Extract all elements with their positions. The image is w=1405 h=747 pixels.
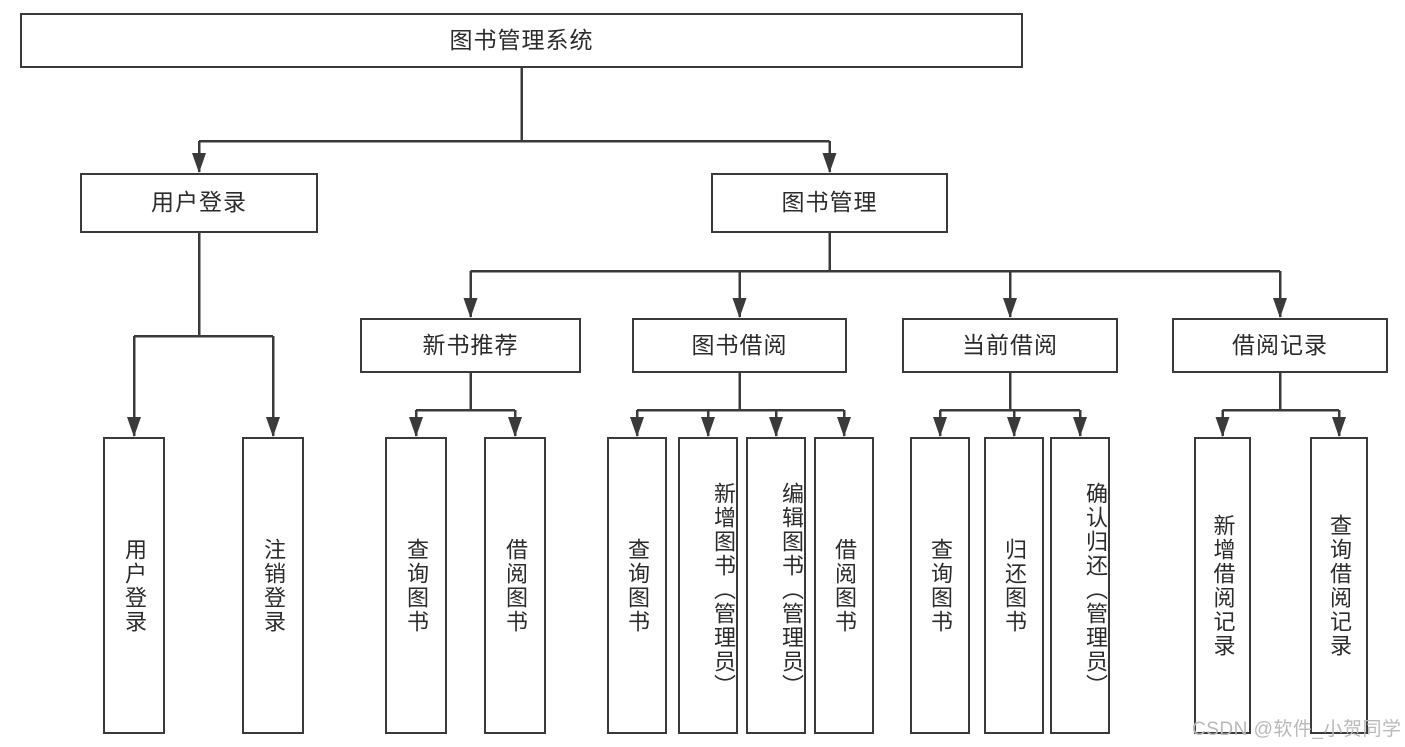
watermark-label: CSDN @软件_小贺同学 <box>1192 719 1402 740</box>
node-leaf-new-1[interactable]: 查询图书 <box>385 437 447 734</box>
node-leaf-borrow-3[interactable]: 编辑图书（管理员） <box>746 437 806 734</box>
arrowhead-leaf-borrow-4 <box>837 417 851 437</box>
arrowhead-leaf-cur-2 <box>1007 417 1021 437</box>
node-borrow[interactable]: 图书借阅 <box>632 318 847 373</box>
node-leaf-cur-2[interactable]: 归还图书 <box>984 437 1044 734</box>
arrowhead-leaf-borrow-2 <box>701 417 715 437</box>
arrowhead-current <box>1003 298 1017 318</box>
arrowhead-leaf-cur-3 <box>1073 417 1087 437</box>
node-leaf-borrow-1[interactable]: 查询图书 <box>607 437 667 734</box>
node-leaf-login-1[interactable]: 用户登录 <box>103 437 165 734</box>
node-login[interactable]: 用户登录 <box>80 173 318 233</box>
node-leaf-rec-1[interactable]: 新增借阅记录 <box>1194 437 1251 734</box>
node-records[interactable]: 借阅记录 <box>1172 318 1388 373</box>
node-leaf-cur-1[interactable]: 查询图书 <box>910 437 970 734</box>
node-leaf-cur-3[interactable]: 确认归还（管理员） <box>1050 437 1110 734</box>
node-leaf-rec-2[interactable]: 查询借阅记录 <box>1310 437 1368 734</box>
arrowhead-leaf-borrow-1 <box>630 417 644 437</box>
node-current[interactable]: 当前借阅 <box>902 318 1118 373</box>
arrowhead-records <box>1273 298 1287 318</box>
arrowhead-leaf-login-2 <box>266 417 280 437</box>
node-leaf-login-2[interactable]: 注销登录 <box>242 437 304 734</box>
arrowhead-leaf-rec-1 <box>1215 417 1230 437</box>
node-bookmgmt[interactable]: 图书管理 <box>711 173 948 233</box>
node-root[interactable]: 图书管理系统 <box>20 13 1023 68</box>
arrowhead-leaf-cur-1 <box>933 417 947 437</box>
node-leaf-new-2[interactable]: 借阅图书 <box>484 437 546 734</box>
arrowhead-leaf-borrow-3 <box>769 417 783 437</box>
arrowhead-newbook <box>463 298 478 318</box>
arrowhead-bookmgmt <box>822 153 837 173</box>
arrowhead-leaf-rec-2 <box>1332 417 1346 437</box>
node-newbook[interactable]: 新书推荐 <box>360 318 581 373</box>
arrowhead-login <box>192 153 206 173</box>
node-leaf-borrow-4[interactable]: 借阅图书 <box>814 437 874 734</box>
arrowhead-borrow <box>732 298 747 318</box>
arrowhead-leaf-new-2 <box>508 417 522 437</box>
arrowhead-leaf-login-1 <box>127 417 141 437</box>
arrowhead-leaf-new-1 <box>409 417 423 437</box>
node-leaf-borrow-2[interactable]: 新增图书（管理员） <box>678 437 738 734</box>
